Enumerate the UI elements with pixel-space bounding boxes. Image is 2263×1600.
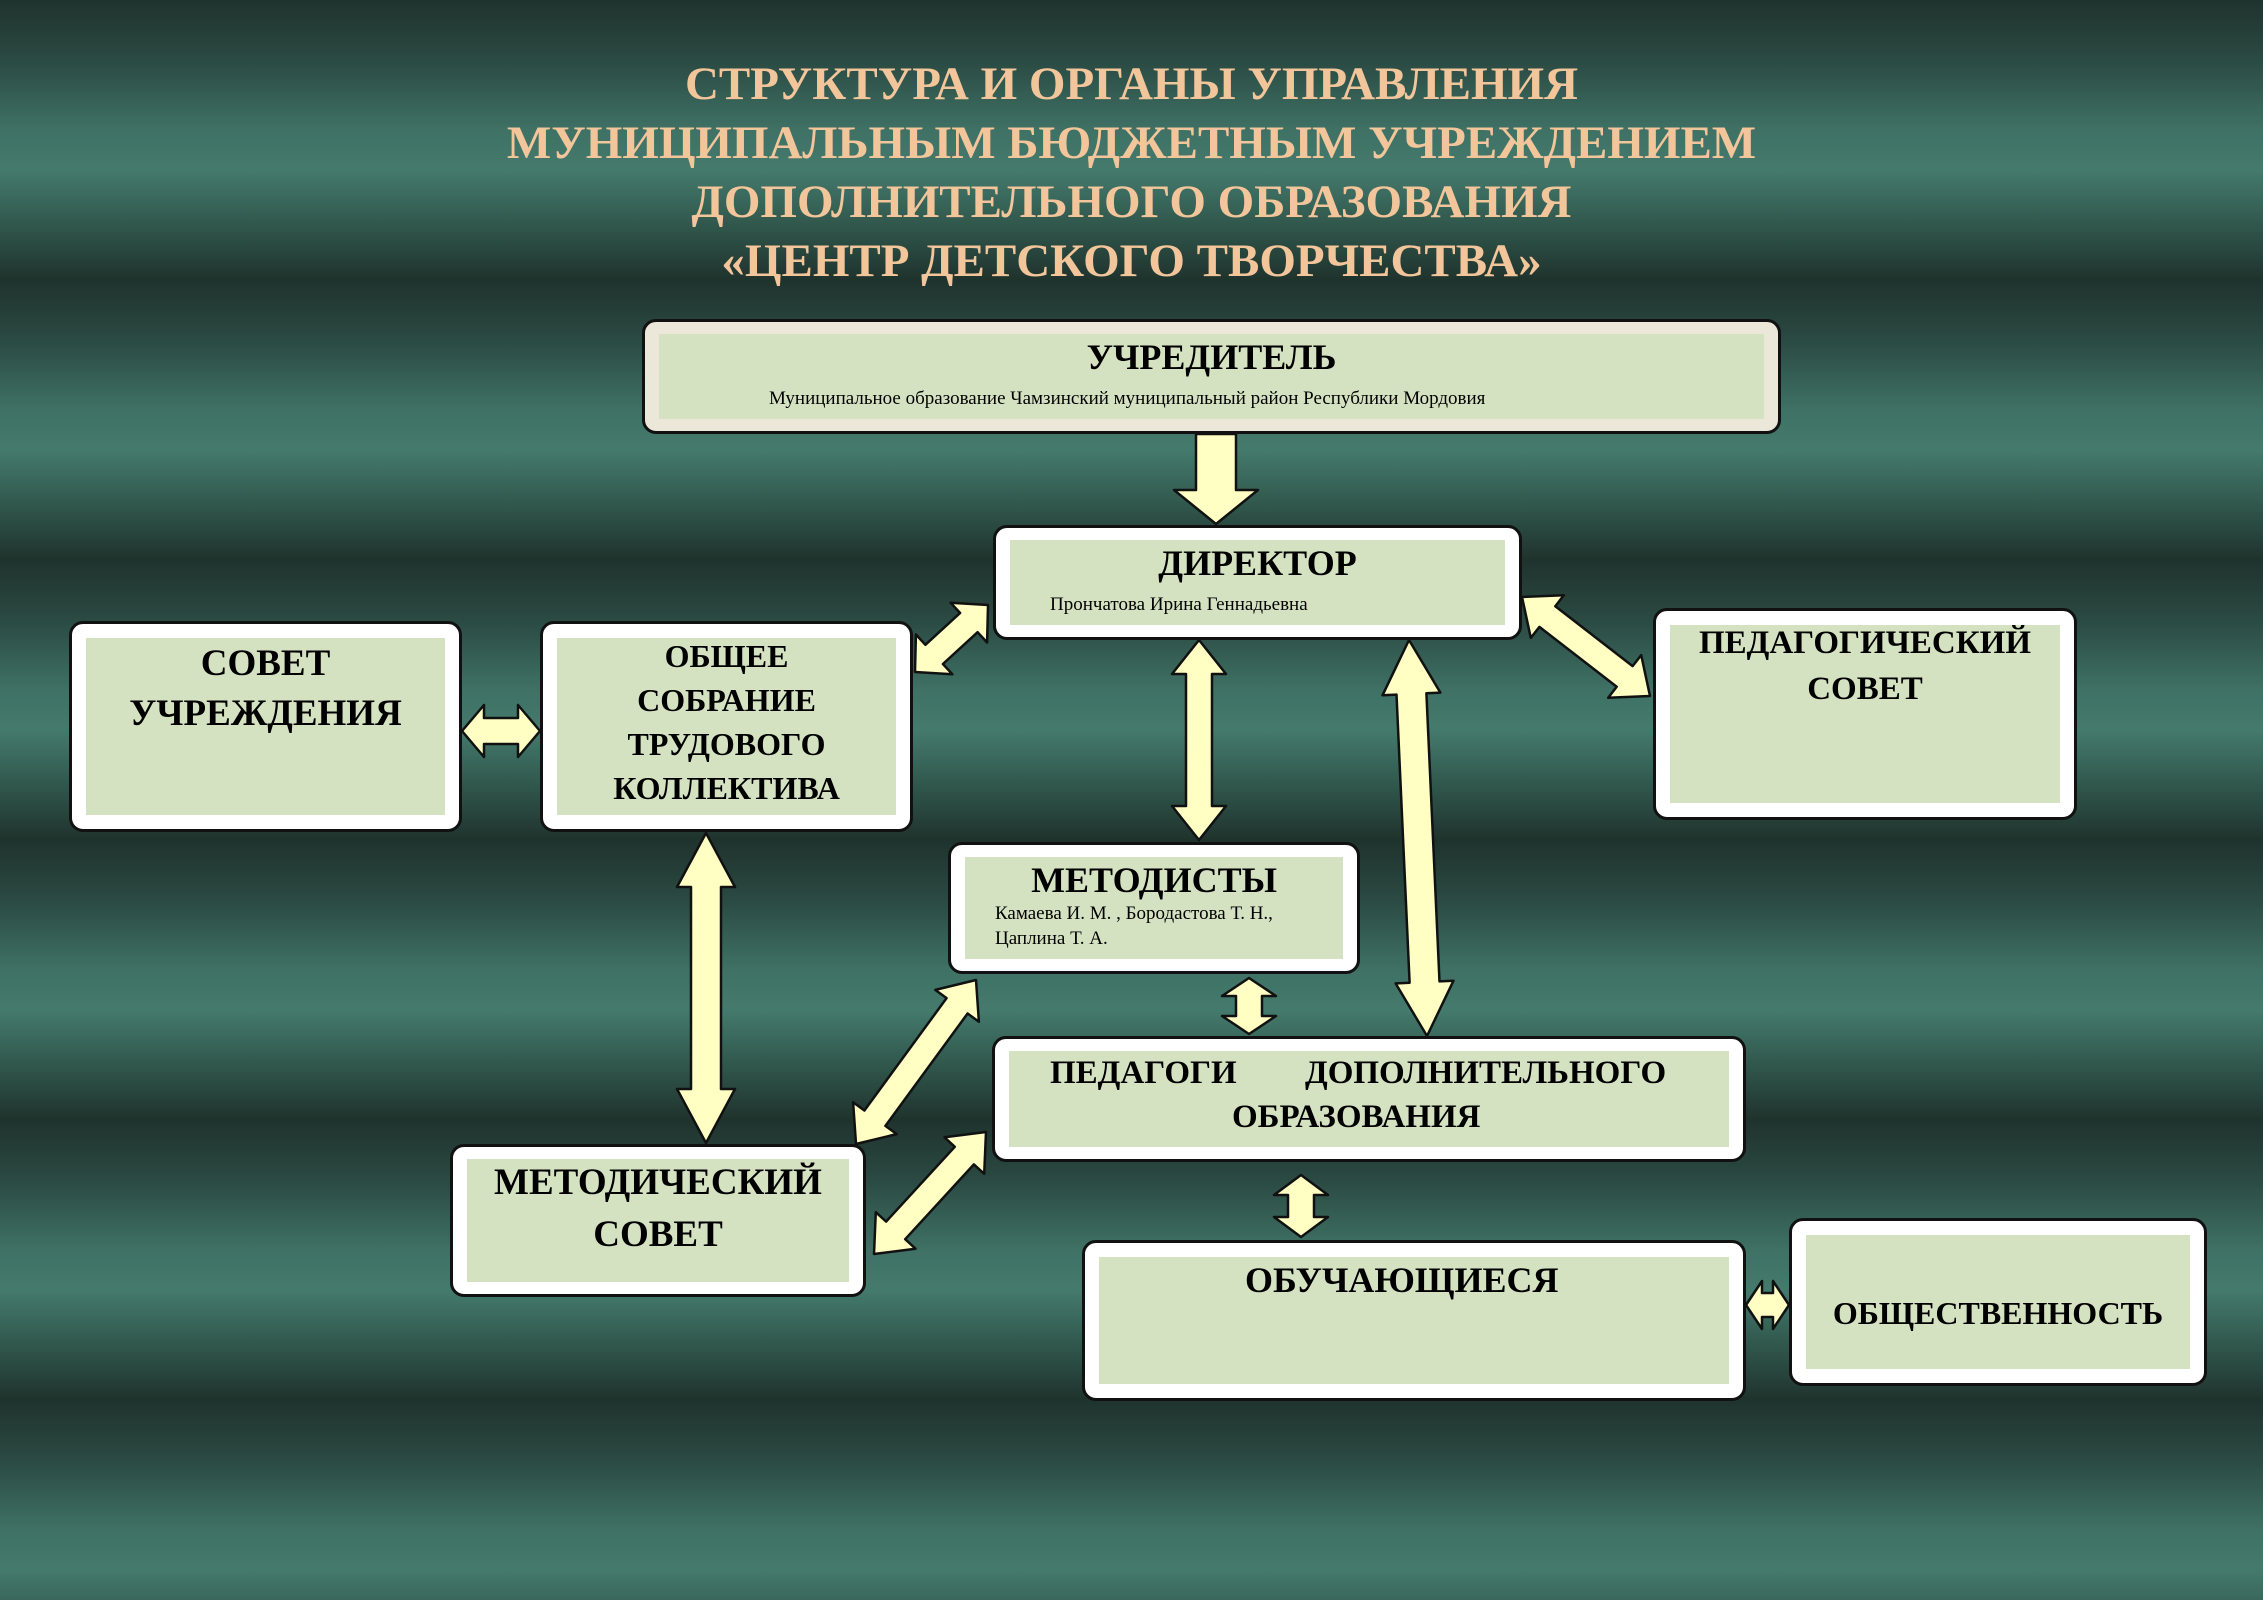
teachers-line-2: ОБРАЗОВАНИЯ	[1232, 1099, 1481, 1135]
founder-box: УЧРЕДИТЕЛЬ Муниципальное образование Чам…	[642, 319, 1781, 434]
council-line-1: СОВЕТ	[200, 643, 331, 684]
teachers-word-1: ПЕДАГОГИ	[1050, 1055, 1237, 1091]
title-line-3: ДОПОЛНИТЕЛЬНОГО ОБРАЗОВАНИЯ	[691, 176, 1572, 228]
assembly-line-2: СОБРАНИЕ	[637, 682, 816, 718]
arrow-director-teachers	[1381, 638, 1455, 1038]
founder-subtitle: Муниципальное образование Чамзинский мун…	[769, 388, 1486, 409]
page-title: СТРУКТУРА И ОРГАНЫ УПРАВЛЕНИЯ МУНИЦИПАЛЬ…	[0, 55, 2263, 291]
director-title: ДИРЕКТОР	[1158, 543, 1357, 583]
arrow-students-public	[1744, 1279, 1791, 1331]
council-line-2: УЧРЕЖДЕНИЯ	[129, 693, 402, 734]
teachers-word-2: ДОПОЛНИТЕЛЬНОГО	[1305, 1055, 1667, 1091]
method-council-line-1: МЕТОДИЧЕСКИЙ	[494, 1162, 822, 1203]
title-line-4: «ЦЕНТР ДЕТСКОГО ТВОРЧЕСТВА»	[721, 235, 1542, 287]
arrow-director-methodists	[1170, 638, 1228, 842]
arrow-methodists-method-council	[851, 978, 981, 1146]
assembly-line-4: КОЛЛЕКТИВА	[613, 770, 840, 806]
council-box: СОВЕТ УЧРЕЖДЕНИЯ	[69, 621, 462, 832]
arrow-founder-director	[1172, 432, 1260, 526]
students-box: ОБУЧАЮЩИЕСЯ	[1082, 1240, 1746, 1401]
arrow-teachers-students	[1272, 1173, 1330, 1239]
assembly-box: ОБЩЕЕ СОБРАНИЕ ТРУДОВОГО КОЛЛЕКТИВА	[540, 621, 913, 832]
assembly-line-3: ТРУДОВОГО	[627, 726, 826, 762]
arrow-assembly-director	[913, 601, 990, 676]
arrow-council-assembly	[460, 703, 542, 759]
director-box: ДИРЕКТОР Прончатова Ирина Геннадьевна	[993, 525, 1522, 640]
arrow-director-ped-council	[1520, 593, 1652, 700]
methodists-subtitle-2: Цаплина Т. А.	[995, 928, 1108, 949]
arrow-teachers-method-council	[872, 1130, 988, 1256]
methodists-subtitle-1: Камаева И. М. , Бородастова Т. Н.,	[995, 903, 1273, 924]
ped-council-line-1: ПЕДАГОГИЧЕСКИЙ	[1698, 625, 2032, 661]
arrow-assembly-method-council	[675, 831, 737, 1145]
assembly-line-1: ОБЩЕЕ	[664, 638, 789, 674]
ped-council-line-2: СОВЕТ	[1807, 671, 1923, 707]
method-council-box: МЕТОДИЧЕСКИЙ СОВЕТ	[450, 1144, 866, 1297]
methodists-title: МЕТОДИСТЫ	[1031, 860, 1277, 900]
public-title: ОБЩЕСТВЕННОСТЬ	[1832, 1295, 2164, 1331]
arrow-methodists-teachers	[1220, 976, 1278, 1036]
students-title: ОБУЧАЮЩИЕСЯ	[1245, 1260, 1559, 1300]
title-line-2: МУНИЦИПАЛЬНЫМ БЮДЖЕТНЫМ УЧРЕЖДЕНИЕМ	[506, 117, 1757, 169]
public-box: ОБЩЕСТВЕННОСТЬ	[1789, 1218, 2207, 1386]
method-council-line-2: СОВЕТ	[593, 1214, 723, 1255]
founder-title: УЧРЕДИТЕЛЬ	[1086, 337, 1337, 377]
title-line-1: СТРУКТУРА И ОРГАНЫ УПРАВЛЕНИЯ	[684, 58, 1579, 110]
director-subtitle: Прончатова Ирина Геннадьевна	[1050, 594, 1308, 615]
methodists-box: МЕТОДИСТЫ Камаева И. М. , Бородастова Т.…	[948, 842, 1360, 974]
ped-council-box: ПЕДАГОГИЧЕСКИЙ СОВЕТ	[1653, 608, 2077, 820]
teachers-box: ПЕДАГОГИ ДОПОЛНИТЕЛЬНОГО ОБРАЗОВАНИЯ	[992, 1036, 1746, 1162]
